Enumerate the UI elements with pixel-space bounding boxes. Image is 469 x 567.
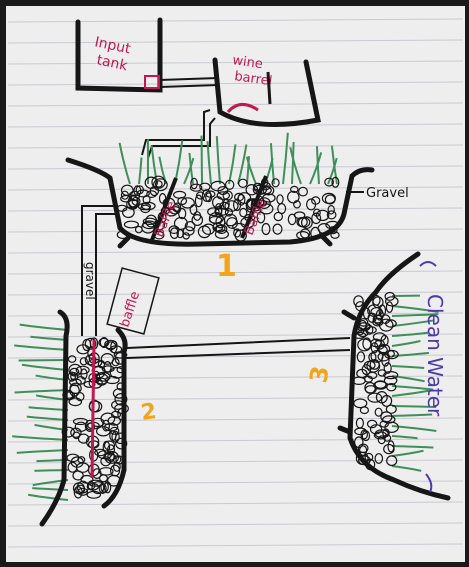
clean-water-label: Clean Water — [423, 294, 447, 417]
bed1-number: 1 — [216, 249, 237, 284]
bed2-baffle-center — [92, 340, 94, 478]
plant-blade — [19, 360, 68, 361]
gravel-label: Gravel — [366, 186, 409, 201]
pipe-gravel-label: gravel — [83, 262, 97, 300]
